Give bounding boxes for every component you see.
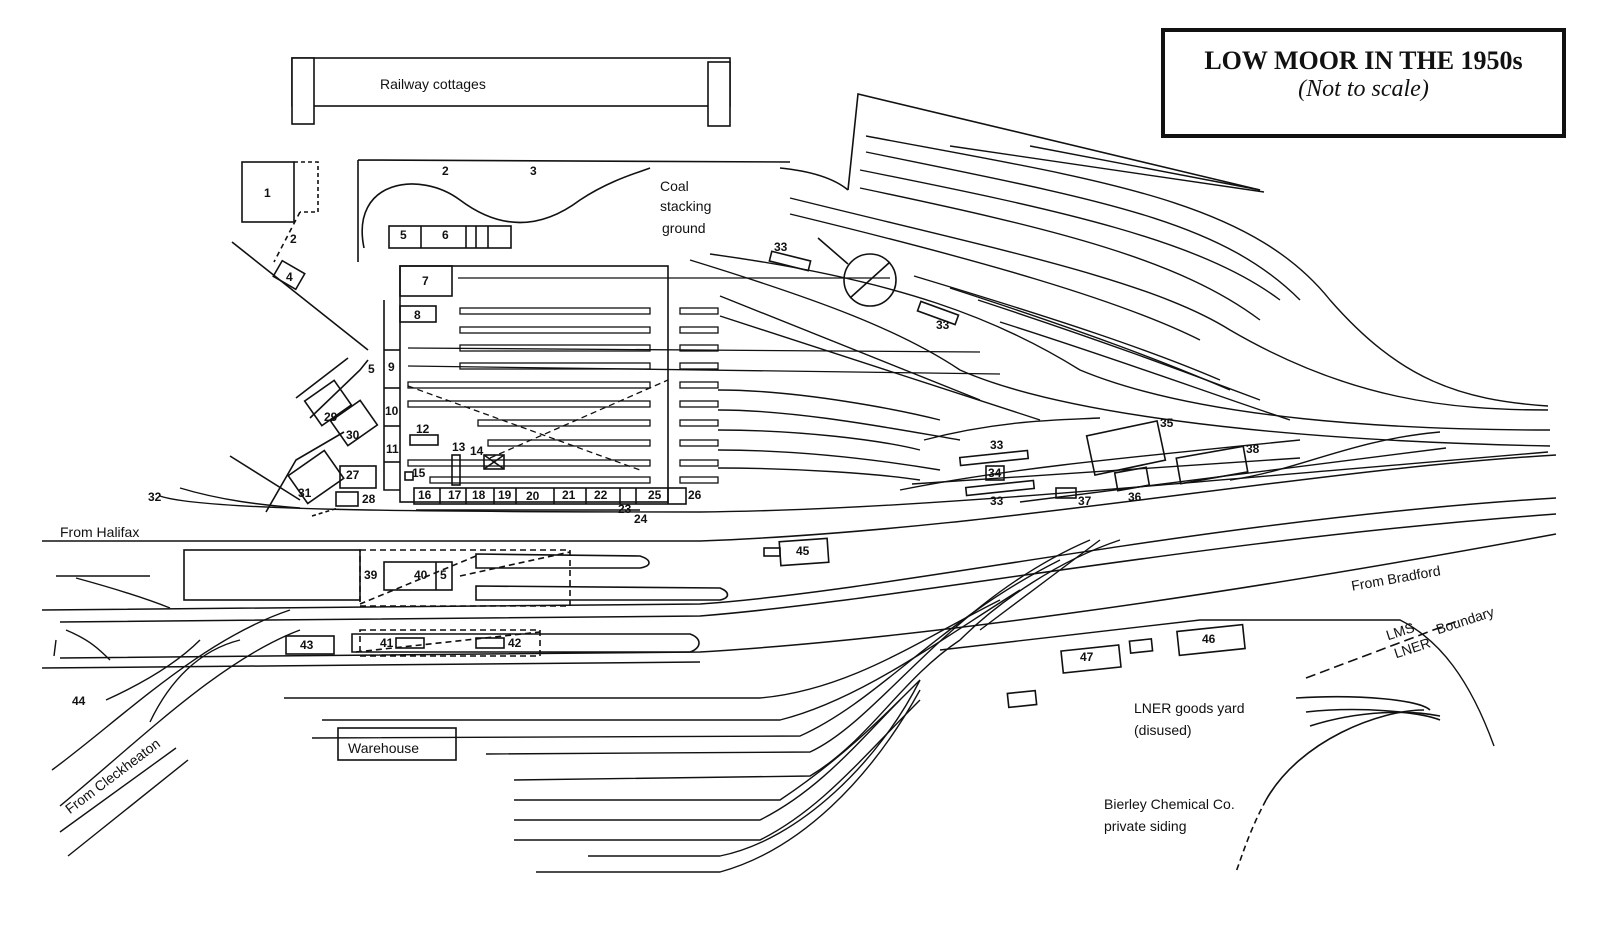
key-32: 32	[148, 490, 162, 504]
key-8: 8	[414, 308, 421, 322]
key-1: 1	[264, 186, 271, 200]
key-41: 41	[380, 636, 394, 650]
building-1	[241, 161, 295, 223]
warehouse	[337, 727, 457, 761]
key-26: 26	[688, 488, 702, 502]
key-47: 47	[1080, 650, 1094, 664]
key-17: 17	[448, 488, 462, 502]
key-11: 11	[386, 442, 399, 456]
key-18: 18	[472, 488, 486, 502]
key-43: 43	[300, 638, 314, 652]
key-27: 27	[346, 468, 360, 482]
key-45: 45	[796, 544, 810, 558]
key-19: 19	[498, 488, 512, 502]
key-6: 6	[442, 228, 449, 242]
map-subtitle: (Not to scale)	[1298, 76, 1429, 102]
key-2b: 2	[442, 164, 449, 178]
key-29: 29	[324, 410, 338, 424]
key-10: 10	[385, 404, 399, 418]
key-16: 16	[418, 488, 432, 502]
from-halifax-label: From Halifax	[60, 524, 140, 540]
key-33a: 33	[774, 240, 788, 254]
key-40: 40	[414, 568, 428, 582]
key-12: 12	[416, 422, 430, 436]
key-23: 23	[618, 502, 632, 516]
railway-cottages-block	[291, 57, 731, 107]
lner-goods-yard-label-1: LNER goods yard	[1134, 700, 1245, 716]
map-title: LOW MOOR IN THE 1950s	[1204, 46, 1523, 75]
lner-goods-yard-label-2: (disused)	[1134, 722, 1192, 738]
key-15: 15	[412, 466, 426, 480]
key-3: 3	[530, 164, 537, 178]
key-13: 13	[452, 440, 466, 454]
key-35: 35	[1160, 416, 1174, 430]
key-34: 34	[988, 466, 1002, 480]
key-28: 28	[362, 492, 376, 506]
key-22: 22	[594, 488, 608, 502]
map-title-box: LOW MOOR IN THE 1950s (Not to scale)	[1161, 28, 1566, 138]
coal-stacking-label-2: stacking	[660, 198, 712, 214]
key-33c: 33	[990, 438, 1004, 452]
key-38: 38	[1246, 442, 1260, 456]
station-platform	[183, 549, 361, 601]
key-36: 36	[1128, 490, 1142, 504]
key-33b: 33	[936, 318, 950, 332]
key-42: 42	[508, 636, 522, 650]
key-44: 44	[72, 694, 86, 708]
coal-stacking-label-1: Coal	[660, 178, 689, 194]
key-7: 7	[422, 274, 429, 288]
key-20: 20	[526, 489, 540, 503]
turntable	[843, 253, 897, 307]
key-31: 31	[298, 486, 312, 500]
key-5a: 5	[400, 228, 407, 242]
key-9: 9	[388, 360, 395, 374]
warehouse-label: Warehouse	[348, 740, 420, 756]
key-14: 14	[470, 444, 484, 458]
key-5c: 5	[440, 568, 447, 582]
bierley-label-2: private siding	[1104, 818, 1187, 834]
key-39: 39	[364, 568, 378, 582]
key-4: 4	[286, 270, 293, 284]
key-21: 21	[562, 488, 576, 502]
key-25: 25	[648, 488, 662, 502]
key-33d: 33	[990, 494, 1004, 508]
key-5b: 5	[368, 362, 375, 376]
key-2a: 2	[290, 232, 297, 246]
coal-stacking-label-3: ground	[662, 220, 706, 236]
key-46: 46	[1202, 632, 1216, 646]
bierley-label-1: Bierley Chemical Co.	[1104, 796, 1235, 812]
engine-shed	[399, 265, 669, 503]
key-24: 24	[634, 512, 648, 526]
key-30: 30	[346, 428, 360, 442]
railway-cottages-label: Railway cottages	[380, 76, 486, 92]
key-37: 37	[1078, 494, 1092, 508]
